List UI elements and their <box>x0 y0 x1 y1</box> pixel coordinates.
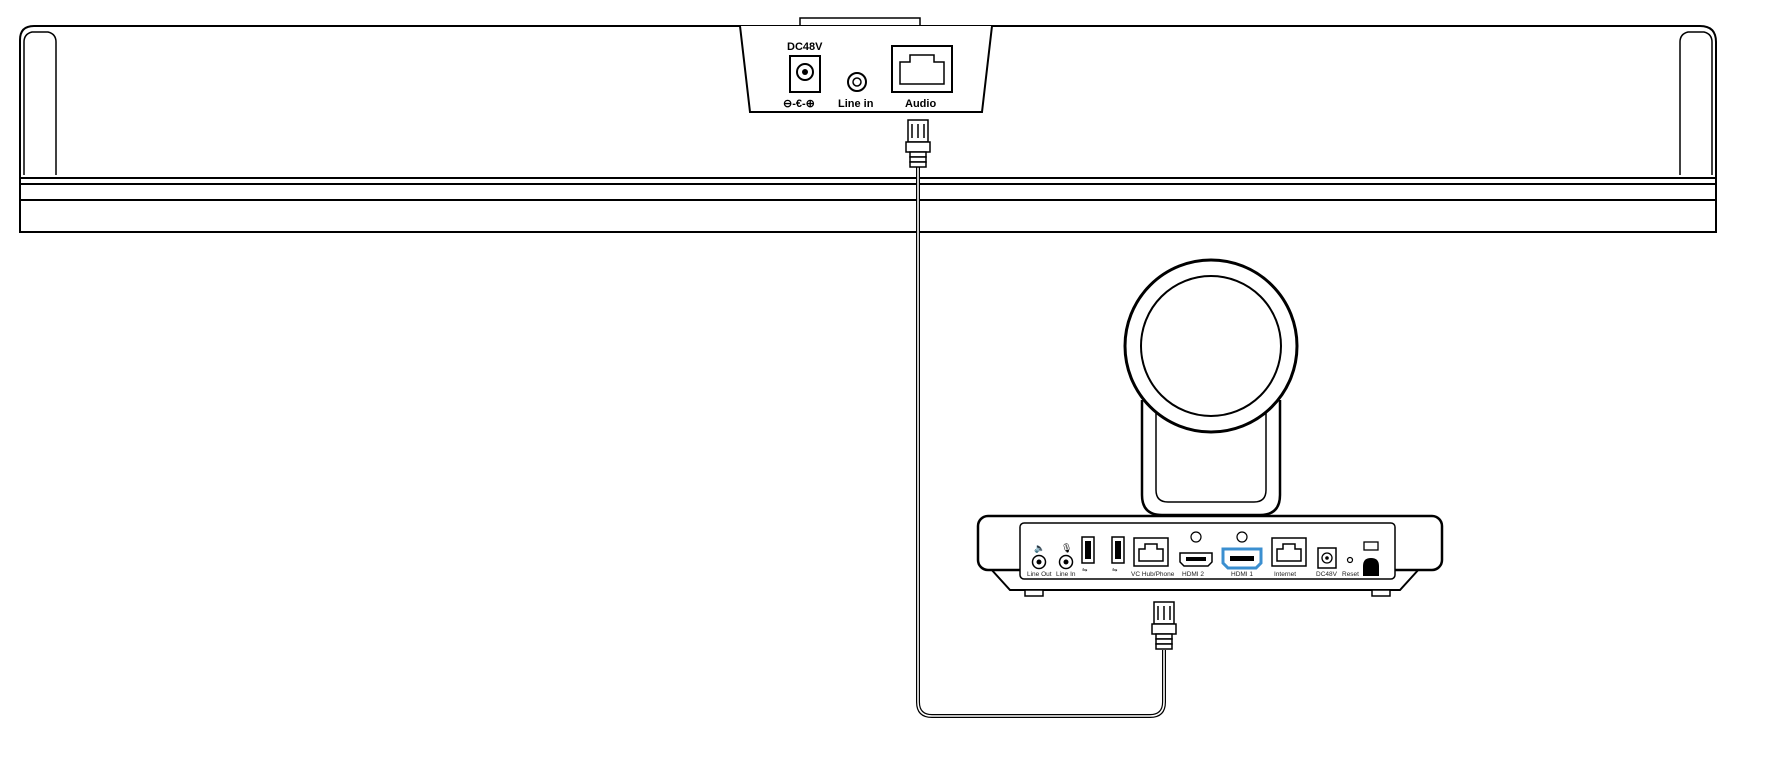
audio-label: Audio <box>905 98 936 110</box>
dc48v-label: DC48V <box>787 41 823 53</box>
reset-button[interactable] <box>1346 556 1354 564</box>
internet-port[interactable] <box>1271 537 1307 567</box>
line-in-port[interactable] <box>847 72 867 92</box>
codec-line-in-label: Line In <box>1056 571 1076 578</box>
line-in-label: Line in <box>838 98 874 110</box>
vc-hub-phone-port[interactable] <box>1133 537 1169 567</box>
dc-power-port[interactable] <box>789 55 821 93</box>
ethernet-cable <box>916 166 1166 718</box>
rj45-connector-top <box>905 119 931 168</box>
left-end-cap <box>23 31 57 175</box>
codec-box: 🔈 Line Out 🎙 Line In ⇋ ⇋ VC Hub/Pho <box>976 514 1444 597</box>
audio-rj45-port[interactable] <box>891 45 953 93</box>
rj45-connector-bottom <box>1151 601 1177 650</box>
speaker-icon: 🔈 <box>1034 543 1045 554</box>
hdmi1-port[interactable] <box>1221 531 1263 570</box>
line-out-label: Line Out <box>1027 571 1052 578</box>
hdmi2-port[interactable] <box>1179 531 1213 567</box>
usb-port-1[interactable]: ⇋ <box>1081 536 1095 574</box>
codec-line-in-port[interactable]: 🎙 <box>1058 543 1074 570</box>
microphone-icon: 🎙 <box>1061 543 1072 553</box>
internet-label: Internet <box>1274 571 1296 578</box>
usb-icon: ⇋ <box>1112 567 1118 574</box>
codec-dc-power-port[interactable] <box>1317 547 1337 569</box>
hdmi2-label: HDMI 2 <box>1182 571 1204 578</box>
codec-port-panel <box>1019 522 1396 580</box>
camera-lens <box>1140 275 1282 417</box>
top-tab <box>799 17 921 26</box>
polarity-label: ⊖-€-⊕ <box>783 98 815 110</box>
usb-port-2[interactable]: ⇋ <box>1111 536 1125 574</box>
reset-label: Reset <box>1342 571 1359 578</box>
security-lock-slot[interactable] <box>1363 541 1379 576</box>
codec-dc48v-label: DC48V <box>1316 571 1338 578</box>
right-end-cap <box>1679 31 1713 175</box>
hdmi1-label: HDMI 1 <box>1231 571 1253 578</box>
line-out-port[interactable]: 🔈 <box>1031 543 1047 570</box>
speaker-port-panel: DC48V ⊖-€-⊕ Line in Audio <box>739 25 993 113</box>
vc-hub-phone-label: VC Hub/Phone <box>1131 571 1175 578</box>
camera-unit <box>1123 258 1299 517</box>
speaker-bar <box>19 17 1717 233</box>
usb-icon: ⇋ <box>1082 567 1088 574</box>
